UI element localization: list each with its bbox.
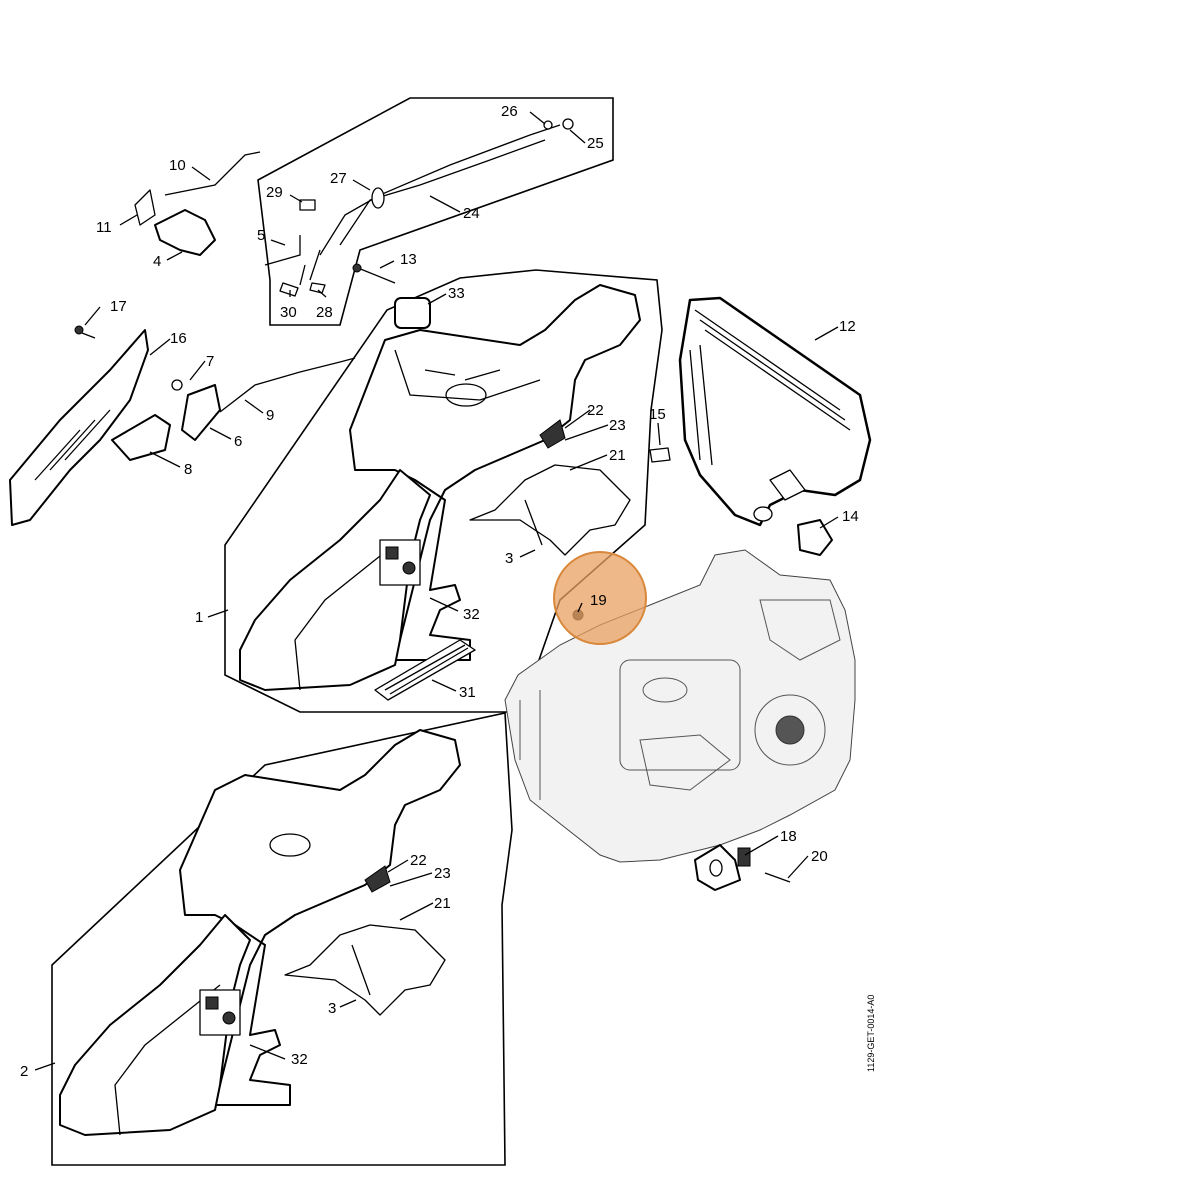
callout-28: 28 bbox=[316, 304, 333, 321]
rear-handle-housing-1 bbox=[239, 284, 641, 691]
callout-11: 11 bbox=[96, 219, 112, 236]
callout-21-bottom: 21 bbox=[434, 895, 451, 912]
callout-26: 26 bbox=[501, 103, 518, 120]
leader-lines bbox=[34, 111, 839, 1071]
callout-23-top: 23 bbox=[609, 417, 626, 434]
assembly-frame-2 bbox=[51, 712, 513, 1166]
assembly-frame-1 bbox=[224, 269, 663, 713]
callout-6: 6 bbox=[234, 433, 242, 450]
callout-23-bottom: 23 bbox=[434, 865, 451, 882]
callout-33: 33 bbox=[448, 285, 465, 302]
callout-22-top: 22 bbox=[587, 402, 604, 419]
callout-25: 25 bbox=[587, 135, 604, 152]
callout-9: 9 bbox=[266, 407, 274, 424]
callout-10: 10 bbox=[169, 157, 186, 174]
callout-1: 1 bbox=[195, 609, 203, 626]
callout-14: 14 bbox=[842, 508, 859, 525]
drawing-code: 1129-GET-0014-A0 bbox=[866, 994, 876, 1072]
callout-30: 30 bbox=[280, 304, 297, 321]
callout-29: 29 bbox=[266, 184, 283, 201]
callout-31: 31 bbox=[459, 684, 476, 701]
callout-4: 4 bbox=[153, 253, 161, 270]
callout-3-bottom: 3 bbox=[328, 1000, 336, 1017]
callout-16: 16 bbox=[170, 330, 187, 347]
callout-13: 13 bbox=[400, 251, 417, 268]
callout-19: 19 bbox=[590, 592, 607, 609]
cable-frame bbox=[257, 97, 614, 326]
callout-20: 20 bbox=[811, 848, 828, 865]
cables bbox=[279, 118, 574, 297]
callout-18: 18 bbox=[780, 828, 797, 845]
callout-12: 12 bbox=[839, 318, 856, 335]
callout-21-top: 21 bbox=[609, 447, 626, 464]
callout-17: 17 bbox=[110, 298, 127, 315]
handlebar-12 bbox=[678, 296, 872, 527]
callout-labels: 10 11 4 5 29 27 24 26 25 13 33 30 28 17 … bbox=[20, 103, 859, 1080]
callout-32-top: 32 bbox=[463, 606, 480, 623]
callout-32-bottom: 32 bbox=[291, 1051, 308, 1068]
callout-3-top: 3 bbox=[505, 550, 513, 567]
callout-5: 5 bbox=[257, 227, 265, 244]
callout-24: 24 bbox=[463, 205, 480, 222]
callout-22-bottom: 22 bbox=[410, 852, 427, 869]
callout-8: 8 bbox=[184, 461, 192, 478]
highlight-circle-19 bbox=[553, 551, 647, 645]
rear-handle-housing-2 bbox=[59, 729, 461, 1136]
callout-15: 15 bbox=[649, 406, 666, 423]
callout-27: 27 bbox=[330, 170, 347, 187]
callout-7: 7 bbox=[206, 353, 214, 370]
callout-2: 2 bbox=[20, 1063, 28, 1080]
